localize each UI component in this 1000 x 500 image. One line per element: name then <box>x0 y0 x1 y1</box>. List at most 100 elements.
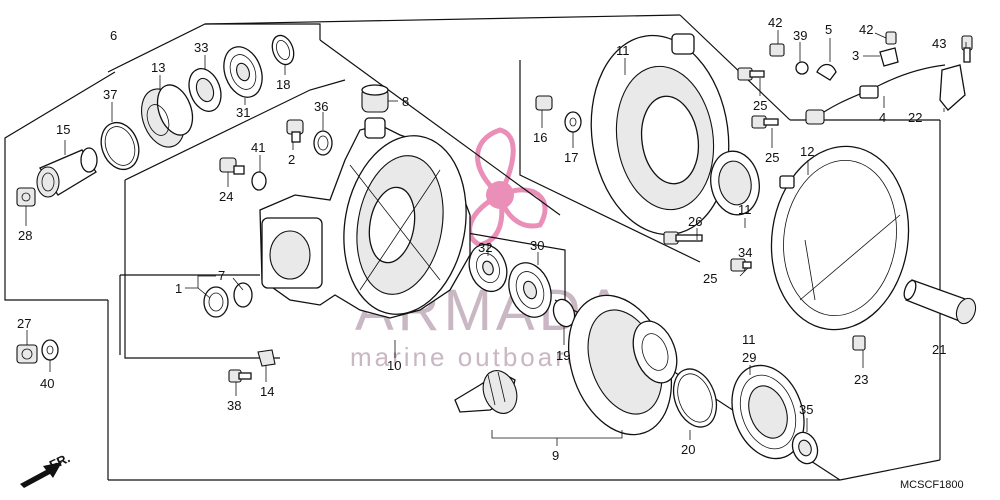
callout-35: 35 <box>799 402 813 417</box>
callout-14: 14 <box>260 384 274 399</box>
callout-12: 12 <box>800 144 814 159</box>
callout-18: 18 <box>276 77 290 92</box>
callout-34: 34 <box>738 245 752 260</box>
part-bearing-1 <box>203 286 229 318</box>
callout-13: 13 <box>151 60 165 75</box>
callout-42-left: 42 <box>768 15 782 30</box>
diagram-code: MCSCF1800 <box>900 479 964 491</box>
part-washer-36 <box>313 130 333 156</box>
part-washer-17 <box>564 111 582 133</box>
part-bearing-29 <box>731 364 805 460</box>
callout-23: 23 <box>854 372 868 387</box>
part-cover-11 <box>590 33 730 236</box>
part-clamp-22 <box>939 64 966 111</box>
part-bearing-31 <box>223 46 263 98</box>
part-clip-14 <box>257 349 276 367</box>
callout-32: 32 <box>478 240 492 255</box>
callout-17: 17 <box>564 150 578 165</box>
part-bolt-24 <box>219 157 245 175</box>
part-bolt-25b <box>751 115 779 129</box>
part-bolt-42b <box>885 31 897 45</box>
part-bearing-33 <box>188 68 222 112</box>
part-bolt-38 <box>228 369 252 383</box>
callout-31: 31 <box>236 105 250 120</box>
callout-8: 8 <box>402 94 409 109</box>
leader-lines <box>25 30 967 446</box>
part-bearing-30 <box>508 262 552 318</box>
part-bolt-25c <box>730 258 752 272</box>
callout-36: 36 <box>314 99 328 114</box>
part-washer-39 <box>795 61 809 75</box>
part-coupler-13 <box>141 84 194 148</box>
part-nut-27 <box>16 344 38 364</box>
callout-11-bearing: 11 <box>742 332 756 347</box>
part-cap-8 <box>361 84 389 113</box>
part-bolt-2 <box>286 119 304 143</box>
part-seal-11 <box>710 150 760 216</box>
callout-29: 29 <box>742 350 756 365</box>
callout-19: 19 <box>556 348 570 363</box>
callout-41: 41 <box>251 140 265 155</box>
part-seal-35 <box>791 431 819 465</box>
callout-43: 43 <box>932 36 946 51</box>
part-bolt-16 <box>535 95 553 111</box>
callout-38: 38 <box>227 398 241 413</box>
callout-11-seal: 11 <box>738 202 752 217</box>
part-bolt-42a <box>769 43 785 57</box>
callout-27: 27 <box>17 316 31 331</box>
watermark-tagline: marine outboards <box>350 342 600 372</box>
part-bolt-43 <box>961 35 973 63</box>
callout-21: 21 <box>932 342 946 357</box>
part-bolt-25a <box>737 67 765 81</box>
callout-6: 6 <box>110 28 117 43</box>
callout-28: 28 <box>18 228 32 243</box>
callout-10: 10 <box>387 358 401 373</box>
callout-25-top: 25 <box>753 98 767 113</box>
callout-37: 37 <box>103 87 117 102</box>
callout-1: 1 <box>175 281 182 296</box>
callout-16: 16 <box>533 130 547 145</box>
callout-26: 26 <box>688 214 702 229</box>
callout-labels: 28 15 37 13 33 6 31 18 8 36 2 41 24 1 7 … <box>17 15 946 463</box>
part-washer-41 <box>251 171 267 191</box>
callout-25-mid: 25 <box>765 150 779 165</box>
front-direction-label: FR. <box>47 450 72 472</box>
part-tube-21 <box>903 279 977 325</box>
part-snap-ring-20 <box>672 368 718 428</box>
part-washer-40 <box>41 339 59 361</box>
part-sensor-4 <box>805 64 946 125</box>
callout-7: 7 <box>218 268 225 283</box>
callout-9: 9 <box>552 448 559 463</box>
callout-11-cover: 11 <box>616 43 630 58</box>
callout-3: 3 <box>852 48 859 63</box>
part-bearing-32 <box>468 243 508 293</box>
callout-2: 2 <box>288 152 295 167</box>
part-nut-28 <box>16 187 36 207</box>
callout-20: 20 <box>681 442 695 457</box>
callout-24: 24 <box>219 189 233 204</box>
part-bolt-26 <box>663 231 703 245</box>
callout-22: 22 <box>908 110 922 125</box>
part-shim-18 <box>271 34 295 66</box>
part-bracket-3 <box>879 47 899 67</box>
part-cover-12 <box>770 145 910 331</box>
callout-30: 30 <box>530 238 544 253</box>
callout-15: 15 <box>56 122 70 137</box>
part-sleeve-15 <box>36 147 98 198</box>
assembly-frame-lines <box>4 14 941 481</box>
part-bolt-23 <box>852 335 866 351</box>
part-clip-5 <box>816 63 837 81</box>
part-shim-19 <box>552 298 576 328</box>
part-gear-case-10 <box>259 117 471 319</box>
part-oring-37 <box>100 121 140 171</box>
callout-33: 33 <box>194 40 208 55</box>
front-direction-arrow-icon: FR. <box>20 450 72 488</box>
part-gear-set-9 <box>454 294 678 436</box>
callout-25-low: 25 <box>703 271 717 286</box>
callout-5: 5 <box>825 22 832 37</box>
callout-39: 39 <box>793 28 807 43</box>
callout-40: 40 <box>40 376 54 391</box>
callout-4: 4 <box>879 110 886 125</box>
callout-42-right: 42 <box>859 22 873 37</box>
